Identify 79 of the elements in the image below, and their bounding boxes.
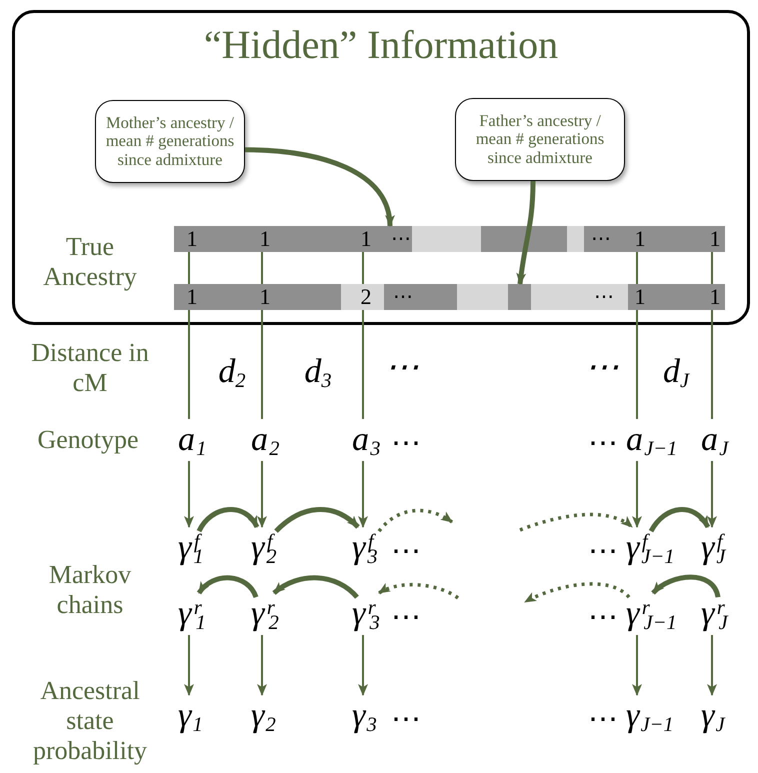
math-symbol: γ$_{1}$	[178, 695, 207, 737]
dotted-arrow	[378, 582, 459, 600]
dotted-arrow	[519, 512, 634, 532]
row-label: True Ancestry	[42, 232, 138, 292]
connector-line	[261, 310, 263, 419]
ellipsis-text: ⋯	[391, 229, 411, 249]
math-symbol: a$_{J−1}$	[626, 419, 682, 461]
dotted-arrow	[524, 582, 630, 604]
ellipsis-text: ⋯	[588, 429, 618, 459]
math-symbol: γ$_{J−1}$	[626, 695, 678, 737]
arrow	[707, 635, 717, 696]
ellipsis-text: ⋯	[391, 429, 421, 459]
ellipsis-text: ⋯	[393, 287, 413, 307]
ellipsis-text: ⋯	[391, 537, 421, 567]
connector-line	[188, 252, 190, 284]
ellipsis-text: ⋯	[588, 603, 618, 633]
curved-arrow	[244, 147, 394, 227]
row-label: Distance in cM	[30, 338, 150, 398]
arrow	[184, 635, 194, 696]
math-symbol: γ$_{J}$	[701, 695, 729, 737]
math-symbol: a$_{J}$	[701, 419, 732, 461]
math-symbol: a$_{2}$	[251, 419, 284, 461]
ellipsis-text: ⋯	[588, 705, 618, 735]
connector-line	[261, 252, 263, 284]
connector-line	[362, 310, 364, 419]
arrow	[257, 635, 267, 696]
ancestry-number: 1	[186, 226, 198, 252]
distance-label: d$_{2}$	[218, 355, 246, 389]
hidden-info-panel	[12, 10, 750, 325]
connector-line	[362, 252, 364, 284]
panel-title: “Hidden” Information	[202, 25, 560, 65]
distance-label: ⋯	[385, 351, 419, 385]
math-symbol: γ$_{2}$	[251, 695, 280, 737]
arrow	[632, 461, 642, 528]
connector-line	[636, 252, 638, 284]
curved-arrow	[516, 180, 536, 285]
distance-label: d$_{3}$	[304, 355, 332, 389]
distance-label: d$_{J}$	[662, 355, 690, 389]
ancestry-number: 2	[360, 284, 372, 310]
row-label: Markov chains	[48, 560, 132, 620]
curved-arrow	[648, 507, 710, 533]
ancestry-number: 1	[710, 284, 720, 310]
arrow	[632, 635, 642, 696]
ellipsis-text: ⋯	[391, 603, 421, 633]
ancestry-number: 1	[710, 226, 720, 252]
connector-line	[636, 310, 638, 419]
ellipsis-text: ⋯	[588, 537, 618, 567]
curved-arrow	[196, 507, 260, 532]
ancestry-number: 1	[634, 226, 646, 252]
row-label: Ancestral state probability	[32, 676, 148, 766]
chromosome-bar	[174, 226, 725, 252]
arrow	[257, 461, 267, 528]
ellipsis-text: ⋯	[594, 287, 614, 307]
math-symbol: a$_{3}$	[352, 419, 384, 461]
math-symbol: γ$_{3}$	[352, 695, 381, 737]
ancestry-number: 1	[634, 284, 646, 310]
callout-box: Mother’s ancestry / mean # generations since admixture	[95, 100, 245, 183]
ancestry-number: 1	[186, 284, 198, 310]
arrow	[707, 461, 717, 528]
connector-line	[711, 252, 713, 284]
ancestry-number: 1	[360, 226, 372, 252]
curved-arrow	[197, 575, 258, 598]
math-symbol: a$_{1}$	[178, 419, 210, 461]
curved-arrow	[272, 575, 359, 599]
chromosome-bar	[174, 284, 725, 310]
arrow	[358, 635, 368, 696]
arrow	[184, 461, 194, 528]
ancestry-number: 1	[260, 284, 270, 310]
ellipsis-text: ⋯	[391, 705, 421, 735]
ancestry-number: 1	[260, 226, 270, 252]
callout-box: Father’s ancestry / mean # generations since admixture	[455, 98, 625, 181]
curved-arrow	[274, 507, 360, 534]
arrow	[358, 461, 368, 528]
distance-label: ⋯	[585, 351, 619, 385]
ellipsis-text: ⋯	[591, 229, 611, 249]
dotted-arrow	[378, 508, 453, 532]
connector-line	[188, 310, 190, 419]
row-label: Genotype	[36, 425, 140, 455]
connector-line	[711, 310, 713, 419]
